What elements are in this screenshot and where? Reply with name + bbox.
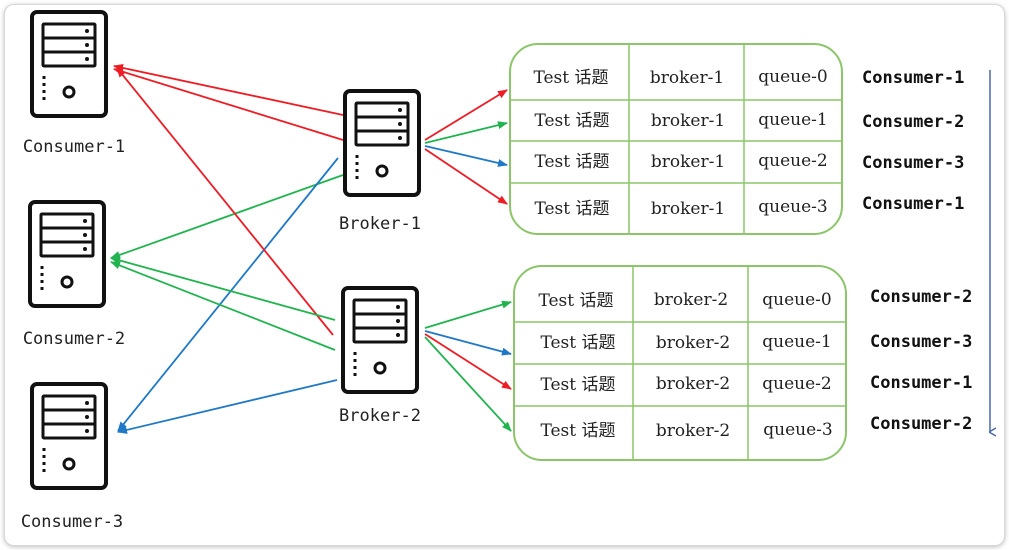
table-cell-queue: queue-2 bbox=[758, 151, 827, 171]
arrow-b2-q3 bbox=[424, 336, 512, 432]
table-cell-broker: broker-1 bbox=[651, 199, 725, 219]
consumer-3-server bbox=[30, 382, 108, 490]
broker-queue-arrows bbox=[424, 89, 512, 432]
arrow-b2-c2 bbox=[110, 256, 336, 321]
table-cell-queue: queue-1 bbox=[762, 332, 831, 352]
arrow-b1-q3 bbox=[424, 148, 508, 205]
server-icon bbox=[343, 89, 421, 197]
assignment-label: Consumer-2 bbox=[870, 287, 972, 307]
arrow-b2-c1 bbox=[116, 67, 334, 336]
arrow-b2-q1 bbox=[424, 330, 512, 356]
table-cell-topic: Test 话题 bbox=[534, 152, 609, 172]
table-cell-queue: queue-1 bbox=[758, 110, 827, 130]
arrow-b2-q2 bbox=[424, 333, 512, 390]
table-cell-topic: Test 话题 bbox=[540, 333, 615, 353]
assignment-label: Consumer-2 bbox=[870, 414, 972, 434]
broker-1-server bbox=[343, 89, 421, 197]
table-cell-broker: broker-1 bbox=[651, 152, 725, 172]
table-cell-topic: Test 话题 bbox=[534, 111, 609, 131]
arrow-b1-c1 bbox=[113, 63, 344, 116]
arrow-b1-c3 bbox=[117, 157, 339, 432]
table-cell-topic: Test 话题 bbox=[534, 199, 609, 219]
arrow-b1-q0 bbox=[424, 89, 508, 141]
broker-2-label: Broker-2 bbox=[339, 406, 421, 426]
consumer-1-server bbox=[30, 10, 108, 118]
broker-2-queue-table: Test 话题 broker-2 queue-0 Test 话题 broker-… bbox=[513, 265, 847, 461]
server-icon bbox=[341, 286, 419, 394]
arrow-b2-q0 bbox=[424, 300, 512, 329]
table-cell-queue: queue-0 bbox=[758, 67, 827, 87]
table-cell-topic: Test 话题 bbox=[538, 291, 613, 311]
table-cell-broker: broker-2 bbox=[656, 333, 730, 353]
table-cell-queue: queue-2 bbox=[762, 374, 831, 394]
assignment-label: Consumer-1 bbox=[862, 68, 964, 88]
table-cell-broker: broker-2 bbox=[656, 374, 730, 394]
assignment-label: Consumer-1 bbox=[870, 373, 972, 393]
table-cell-queue: queue-3 bbox=[763, 420, 832, 440]
arrow-b1-q2 bbox=[424, 145, 508, 167]
server-icon bbox=[30, 382, 108, 490]
table-cell-broker: broker-1 bbox=[651, 111, 725, 131]
table-cell-broker: broker-1 bbox=[650, 68, 724, 88]
server-icon bbox=[30, 10, 108, 118]
arrow-b2-c2-second bbox=[110, 261, 336, 351]
assignment-label: Consumer-3 bbox=[862, 153, 964, 173]
arrow-b2-c3 bbox=[117, 379, 338, 434]
table-cell-queue: queue-3 bbox=[758, 197, 827, 217]
consumer-2-label: Consumer-2 bbox=[23, 329, 125, 349]
broker-1-label: Broker-1 bbox=[339, 214, 421, 234]
arrow-b1-c2 bbox=[110, 174, 344, 259]
consumer-1-label: Consumer-1 bbox=[23, 137, 125, 157]
assignment-label: Consumer-1 bbox=[862, 194, 964, 214]
broker-consumer-arrows bbox=[110, 63, 344, 434]
server-icon bbox=[28, 200, 106, 308]
broker-2-server bbox=[341, 286, 419, 394]
consumer-2-server bbox=[28, 200, 106, 308]
table-cell-topic: Test 话题 bbox=[540, 421, 615, 441]
broker-1-queue-table: Test 话题 broker-1 queue-0 Test 话题 broker-… bbox=[509, 43, 843, 235]
table-cell-broker: broker-2 bbox=[656, 421, 730, 441]
table-cell-topic: Test 话题 bbox=[540, 375, 615, 395]
table-cell-queue: queue-0 bbox=[762, 290, 831, 310]
assignment-label: Consumer-2 bbox=[862, 112, 964, 132]
table-cell-topic: Test 话题 bbox=[533, 68, 608, 88]
table-cell-broker: broker-2 bbox=[654, 290, 728, 310]
arrow-b1-c1-second bbox=[113, 67, 344, 141]
assignment-labels: Consumer-1 Consumer-2 Consumer-3 Consume… bbox=[862, 68, 972, 434]
arrow-b1-q1 bbox=[424, 121, 508, 144]
consumer-3-label: Consumer-3 bbox=[21, 512, 123, 532]
assignment-label: Consumer-3 bbox=[870, 332, 972, 352]
